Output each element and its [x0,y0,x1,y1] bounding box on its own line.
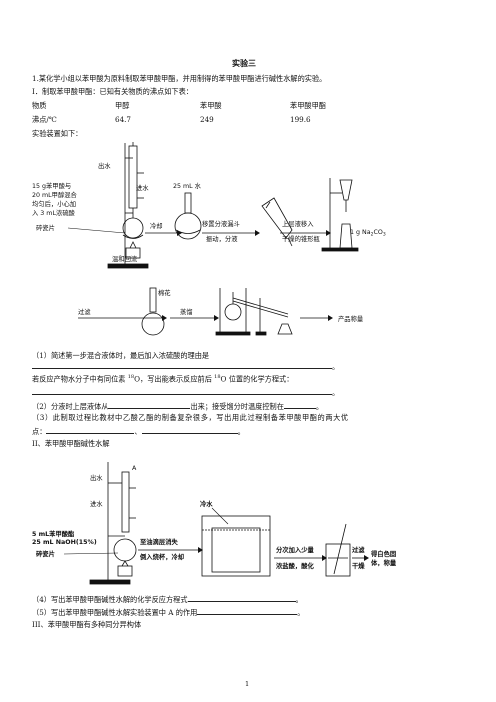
diagram1-na2co3: 1 g Na2CO3 [350,229,386,238]
page-number: 1 [245,680,250,688]
question-1-answer-line: 。 [32,361,339,371]
filter-flask [141,287,165,336]
table-header-substance: 物质 [32,101,47,110]
diagram1-water-in: 进水 [136,183,149,192]
flask-25ml-water [174,192,202,240]
diagram1-reagent-line-3: 均匀后，小心加 [32,199,76,208]
question-3-answer: 点：、。 [32,427,245,436]
diagram1-water-25ml: 25 mL 水 [173,181,202,190]
question-3: （3）此制取过程比教材中乙酸乙酯的制备复杂很多，写出用此过程制备苯甲酸甲酯的两大… [32,413,349,422]
reflux-apparatus [107,142,149,269]
diagram1-step-filter: 过滤 [78,307,91,316]
diagram2-chips: 碎瓷片 [36,549,55,558]
drying-apparatus [321,178,359,252]
question-1b: 若反应产物水分子中有同位素 18O，写出能表示反应前后 18O 位置的化学方程式… [32,374,294,384]
diagram1-reflux-label: 温和回流 [112,254,138,263]
separatory-funnel [261,197,293,247]
acidification-beaker [325,523,351,577]
hydrolysis-reflux-apparatus [89,462,137,585]
beaker-with-cold-water [201,515,271,577]
apparatus-label: 实验装置如下： [32,129,83,138]
apparatus-diagram-1: 出水 进水 15 g苯甲酸与 20 mL甲醇混合 均匀后，小心加 入 3 mL浓… [32,142,386,336]
diagram2-water-in: 进水 [90,499,103,508]
diagram1-step-upper-1: 上层液移入 [282,219,314,228]
diagram1-chips: 碎瓷片 [36,223,55,232]
diagram2-step2-top: 分次加入少量 [276,545,314,554]
diagram1-step-distill: 蒸馏 [180,307,193,316]
diagram1-cotton: 棉花 [158,288,171,297]
intro-text: 1.某化学小组以苯甲酸为原料制取苯甲酸甲酯，并用制得的苯甲酸甲酯进行碱性水解的实… [32,74,327,83]
section1-heading: I．制取苯甲酸甲酯：已知有关物质的沸点如下表： [32,87,193,96]
apparatus-diagram-2: 出水 A 进水 5 mL苯甲酸酯 25 mL NaOH(15%) 碎瓷片 至油滴… [32,462,397,585]
diagram1-step-cool: 冷却 [150,221,163,230]
table-header-benzoic-acid: 苯甲酸 [200,101,222,110]
table-header-methanol: 甲醇 [115,101,130,110]
diagram2-step3-bottom: 干燥 [352,561,365,570]
table-value-methanol: 64.7 [115,115,132,124]
question-2: （2）分液时上层液体从出来；接受馏分时温度控制在。 [32,402,324,411]
diagram1-step-funnel-2: 振动，分液 [206,234,238,243]
diagram1-reagent-line-2: 20 mL甲醇混合 [32,190,78,199]
diagram1-step-funnel-1: 移置分液漏斗 [202,219,240,228]
diagram1-reagent-line-4: 入 3 mL浓硫酸 [32,208,76,217]
diagram2-step1-bottom: 倒入烧杯，冷却 [139,552,184,561]
table-value-methyl-benzoate: 199.6 [290,115,311,124]
diagram2-result-2: 体，称量 [371,558,397,567]
diagram2-step2-bottom: 浓盐酸，酸化 [276,561,314,570]
diagram2-cold-water: 冷水 [200,499,213,508]
section3-heading: III、苯甲酸甲酯有多种同分异构体 [32,620,142,629]
question-4: （4）写出苯甲酸甲酯碱性水解的化学反应方程式。 [32,595,303,604]
question-1: （1）简述第一步混合液体时，最后加入浓硫酸的理由是 [32,351,210,360]
section2-heading: II、苯甲酸甲酯碱性水解 [32,439,110,448]
diagram1-water-out: 出水 [98,161,111,170]
table-value-benzoic-acid: 249 [200,115,214,124]
diagram1-step-upper-2: 干燥的锥形瓶 [282,234,320,243]
diagram2-reagent-1: 5 mL苯甲酸酯 [32,529,75,538]
question-1b-answer-line: 。 [32,387,339,397]
diagram2-reagent-2: 25 mL NaOH(15%) [32,539,97,546]
distillation-apparatus [215,288,293,336]
page-title: 实验三 [232,58,256,68]
question-5: （5）写出苯甲酸甲酯碱性水解实验装置中 A 的作用。 [32,608,305,617]
diagram1-product: 产品称量 [338,314,364,323]
diagram2-water-out: 出水 [90,473,103,482]
diagram1-reagent-line-1: 15 g苯甲酸与 [32,181,71,190]
diagram2-result-1: 得白色固 [370,549,396,558]
diagram2-step1-top: 至油滴层消失 [140,537,178,546]
table-row-label: 沸点/℃ [32,115,57,124]
diagram2-step3-top: 过滤 [352,545,365,554]
table-header-methyl-benzoate: 苯甲酸甲酯 [290,101,326,110]
diagram2-label-A: A [132,465,137,472]
